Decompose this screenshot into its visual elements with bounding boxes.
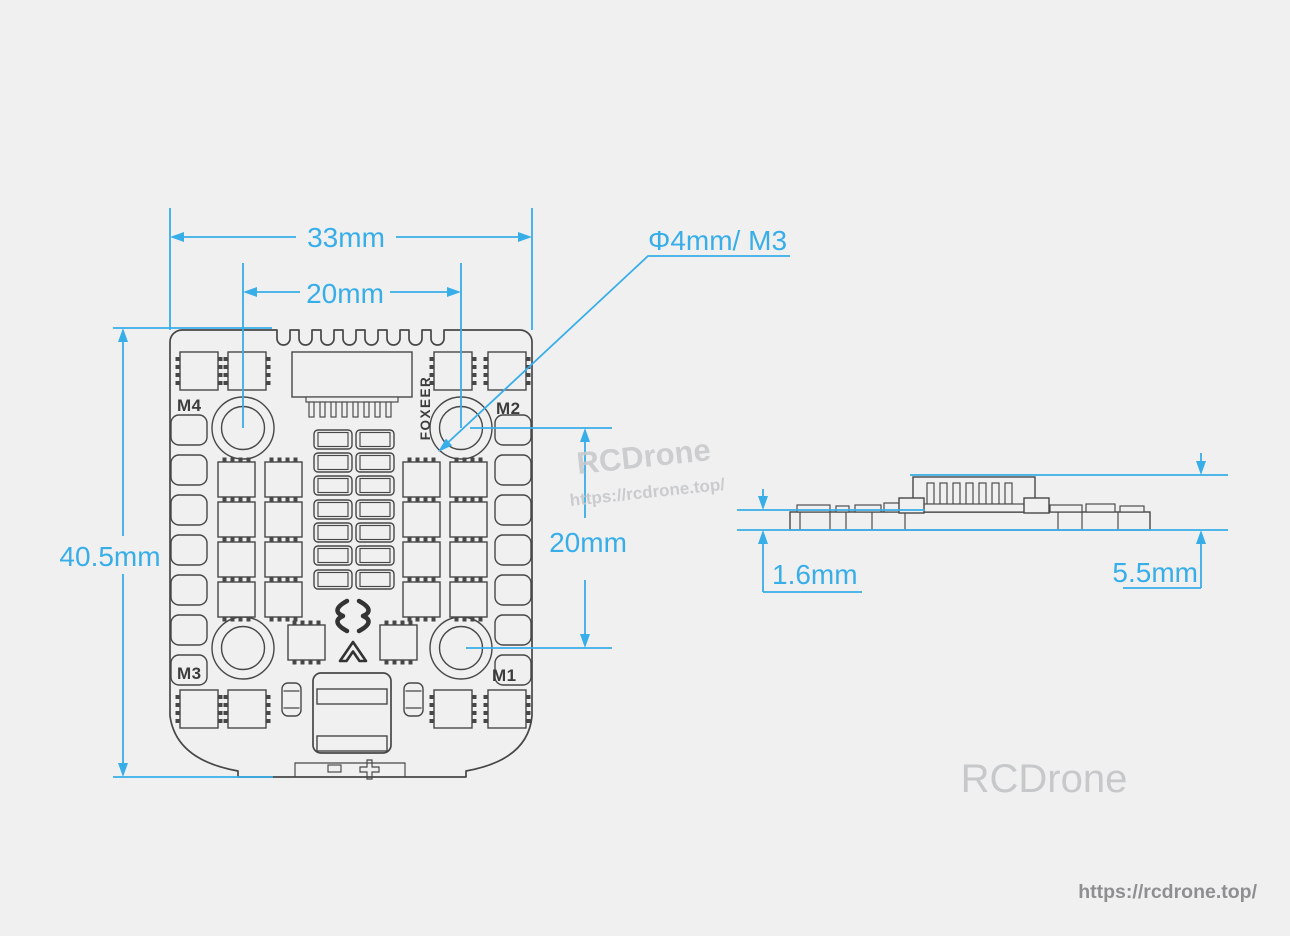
side-connector xyxy=(898,476,1050,514)
label-m3: M3 xyxy=(177,664,202,683)
watermark-corner-url: https://rcdrone.top/ xyxy=(1078,881,1257,903)
dimension-20mm-vertical: 20mm xyxy=(466,427,627,649)
top-view-diagram: M4 M2 M3 M1 FOXEER xyxy=(59,208,790,780)
hole-callout-label: Φ4mm/ M3 xyxy=(648,225,787,256)
watermark-center-url: https://rcdrone.top/ xyxy=(569,475,726,510)
bottom-components xyxy=(174,619,532,780)
label-m2: M2 xyxy=(496,399,521,418)
pcb-slab xyxy=(789,511,1151,531)
dim-1-6mm-label: 1.6mm xyxy=(772,559,858,590)
pcb-slab-segments xyxy=(799,512,1119,530)
label-m4: M4 xyxy=(177,396,202,415)
watermark-center-title: RCDrone xyxy=(575,432,712,481)
connector-pins xyxy=(308,401,392,418)
watermark-center: RCDrone https://rcdrone.top/ xyxy=(569,432,726,510)
battery-tab-step xyxy=(294,762,406,777)
foxeer-logo-icon xyxy=(335,598,371,663)
dim-5-5mm-label: 5.5mm xyxy=(1112,557,1198,588)
left-edge-pads xyxy=(170,414,208,686)
dimension-5-5mm: 5.5mm xyxy=(910,453,1228,589)
side-view-diagram: 1.6mm 5.5mm xyxy=(737,453,1228,593)
plus-pad xyxy=(359,759,380,780)
hole-callout: Φ4mm/ M3 xyxy=(438,225,790,452)
dimension-20mm-horizontal: 20mm xyxy=(242,263,462,428)
label-m1: M1 xyxy=(492,666,517,685)
top-row-components xyxy=(174,351,532,418)
right-edge-pads xyxy=(494,414,532,686)
low-profile-parts xyxy=(796,502,1145,513)
dimension-40-5mm: 40.5mm xyxy=(59,327,273,778)
foxeer-brand-text: FOXEER xyxy=(418,376,433,441)
dimension-33mm: 33mm xyxy=(169,208,533,330)
dim-33mm-label: 33mm xyxy=(307,222,385,253)
dim-20mm-h-label: 20mm xyxy=(306,278,384,309)
main-capacitor xyxy=(312,672,392,754)
watermark-corner-title: RCDrone xyxy=(961,757,1128,801)
dim-40-5mm-label: 40.5mm xyxy=(59,541,160,572)
dim-20mm-v-label: 20mm xyxy=(549,527,627,558)
dimension-1-6mm: 1.6mm xyxy=(737,489,1228,593)
minus-pad xyxy=(327,764,342,773)
main-connector xyxy=(291,351,413,398)
